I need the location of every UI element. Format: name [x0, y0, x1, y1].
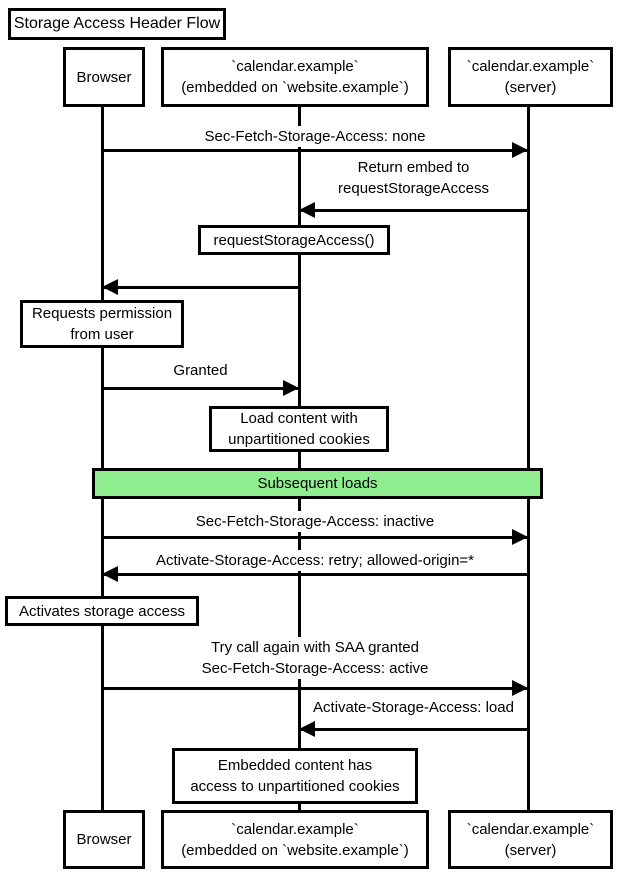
text-line: `calendar.example` [463, 818, 598, 840]
actor-browser-bottom: Browser [63, 810, 145, 869]
text-line: requestStorageAccess() [213, 231, 375, 249]
note-7: Load content with unpartitioned cookies [209, 406, 389, 452]
text-line: (server) [501, 839, 560, 861]
message-2-arrowhead [299, 202, 315, 218]
text-line: (embedded on `website.example`) [178, 839, 412, 861]
message-2-line [299, 208, 528, 212]
text-line: access to unpartitioned cookies [190, 778, 400, 795]
text-line: Browser [73, 829, 135, 850]
message-13-line [299, 727, 528, 731]
message-13-arrowhead [299, 721, 315, 737]
text-line: Embedded content has [217, 757, 373, 774]
text-line: (embedded on `website.example`) [178, 77, 412, 98]
text-line: Load content with [240, 410, 358, 427]
text-line: Granted [170, 360, 231, 381]
lifeline-embed [297, 107, 301, 810]
message-12-line [102, 686, 528, 690]
note-3: requestStorageAccess() [198, 225, 390, 255]
text-line: Browser [73, 66, 135, 88]
message-10-label: Activate-Storage-Access: retry; allowed-… [152, 550, 478, 571]
text-line: (server) [501, 77, 560, 98]
note-11: Activates storage access [5, 596, 199, 626]
note-14: Embedded content has access to unpartitio… [172, 748, 418, 804]
message-1-line [102, 148, 528, 152]
text-line: Activate-Storage-Access: load [310, 697, 517, 718]
subsequent-loads-band: Subsequent loads [92, 468, 543, 499]
text-line: `calendar.example` [228, 818, 362, 840]
message-12-arrowhead [512, 680, 528, 696]
message-6-arrowhead [283, 380, 299, 396]
text-line: requestStorageAccess [335, 178, 492, 199]
text-line: Return embed to [354, 157, 473, 178]
actor-browser-top: Browser [63, 47, 145, 107]
text-line: unpartitioned cookies [228, 431, 370, 448]
actor-embed-top: `calendar.example`(embedded on `website.… [161, 47, 429, 107]
text-line: Subsequent loads [257, 475, 378, 492]
actor-server-top: `calendar.example`(server) [448, 47, 613, 107]
actor-server-bottom: `calendar.example`(server) [448, 810, 613, 869]
text-line: `calendar.example` [463, 56, 598, 77]
message-10-line [102, 572, 528, 576]
message-1-arrowhead [512, 142, 528, 158]
message-13-label: Activate-Storage-Access: load [310, 697, 517, 718]
message-9-label: Sec-Fetch-Storage-Access: inactive [192, 511, 438, 532]
text-line: from user [70, 326, 134, 343]
lifeline-browser [100, 107, 104, 810]
message-10-arrowhead [102, 566, 118, 582]
text-line: `calendar.example` [228, 56, 362, 77]
message-6-label: Granted [170, 360, 231, 381]
text-line: Sec-Fetch-Storage-Access: none [201, 126, 429, 147]
message-4-arrowhead [102, 279, 118, 295]
text-line: Sec-Fetch-Storage-Access: active [198, 658, 432, 679]
message-9-line [102, 535, 528, 539]
message-6-line [102, 386, 299, 390]
text-line: Requests permission [31, 305, 173, 322]
text-line: Sec-Fetch-Storage-Access: inactive [192, 511, 438, 532]
message-1-label: Sec-Fetch-Storage-Access: none [201, 126, 429, 147]
actor-embed-bottom: `calendar.example`(embedded on `website.… [161, 810, 429, 869]
diagram-title: Storage Access Header Flow [8, 8, 226, 40]
text-line: Activates storage access [19, 602, 185, 620]
message-4-line [102, 285, 299, 289]
lifeline-server [526, 107, 530, 810]
text-line: Try call again with SAA granted [208, 637, 422, 658]
note-5: Requests permission from user [20, 300, 184, 348]
message-9-arrowhead [512, 529, 528, 545]
text-line: Activate-Storage-Access: retry; allowed-… [152, 550, 478, 571]
